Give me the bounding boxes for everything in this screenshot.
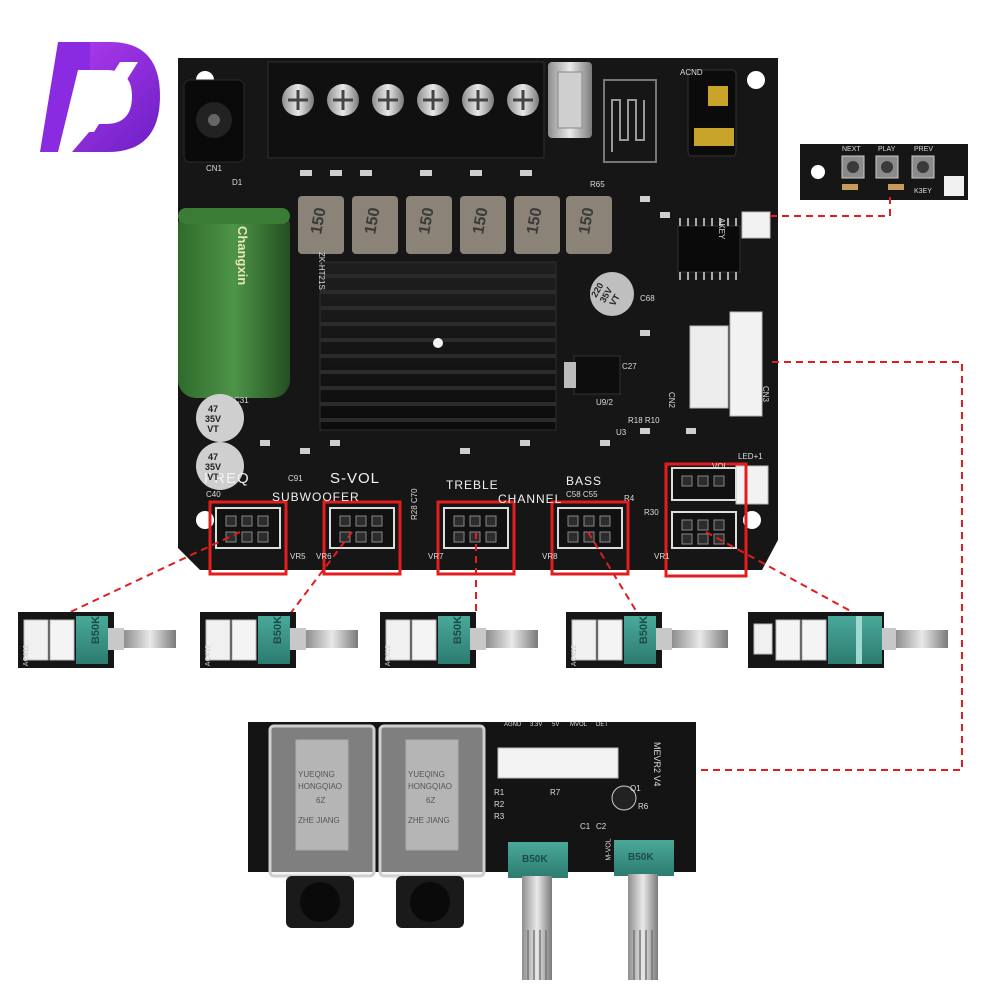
button-board <box>800 144 968 200</box>
mic-header-5v: 5V <box>552 722 560 728</box>
pot-4-marking: B50K <box>638 615 651 645</box>
label-vr1: VR1 <box>654 552 670 561</box>
label-u9: U9/2 <box>596 398 613 407</box>
pot-1-side-label: AC412 <box>23 644 31 667</box>
label-c58: C58 C55 <box>566 490 598 499</box>
mic-header-3v3: 3.3V <box>530 722 543 728</box>
label-vol: VOL <box>712 462 729 471</box>
label-freq: FREQ <box>204 470 250 487</box>
label-subwoofer: SUBWOOFER <box>272 490 360 504</box>
jack1-text-3: 6Z <box>316 796 326 805</box>
label-led: LED+1 <box>738 452 763 461</box>
label-u3: U3 <box>616 428 627 437</box>
callout-lines <box>65 192 963 771</box>
label-c40: C40 <box>206 490 221 499</box>
mic-pot-2-marking: B50K <box>628 852 654 863</box>
label-r65: R65 <box>590 180 605 189</box>
mic-part-r6: R6 <box>638 802 649 811</box>
label-model: ZK-HT21S <box>317 252 326 290</box>
potentiometer-5 <box>748 612 948 668</box>
mic-part-q1: Q1 <box>630 784 641 793</box>
potentiometer-3 <box>380 612 538 668</box>
label-svol: S-VOL <box>330 470 381 487</box>
label-cn1: CN1 <box>206 164 223 173</box>
potentiometer-2 <box>200 612 358 668</box>
small-cap-label-2: 47 35V VT <box>205 452 222 482</box>
label-vr6: VR6 <box>316 552 332 561</box>
pot-3-marking: B50K <box>452 615 465 645</box>
pot-4-side-label: AC412 <box>571 644 579 667</box>
pot-3-side-label: AC412 <box>385 644 393 667</box>
label-cn2: CN2 <box>667 392 676 409</box>
label-c31: C31 <box>234 396 249 405</box>
brand-logo <box>40 42 160 152</box>
jack1-text-2: HONGQIAO <box>298 782 343 791</box>
label-c27: C27 <box>622 362 637 371</box>
label-r4: R4 <box>624 494 635 503</box>
mic-part-r2: R2 <box>494 800 505 809</box>
label-channel: CHANNEL <box>498 492 563 506</box>
red-highlight-boxes <box>208 462 748 578</box>
mic-header-det: DET <box>596 722 608 728</box>
button-label-prev: PREV <box>914 146 934 153</box>
potentiometer-row <box>18 612 948 668</box>
jack1-text-4: ZHE JIANG <box>298 816 340 825</box>
label-vr7: VR7 <box>428 552 444 561</box>
mic-part-r1: R1 <box>494 788 505 797</box>
inductors <box>298 196 612 254</box>
label-acnd: ACND <box>680 68 703 77</box>
mic-board-model: MEVR2 V4 <box>652 742 662 787</box>
mic-board <box>248 722 696 980</box>
label-r30: R30 <box>644 508 659 517</box>
label-vr8: VR8 <box>542 552 558 561</box>
label-c91: C91 <box>288 474 303 483</box>
jack2-text-4: ZHE JIANG <box>408 816 450 825</box>
pot-2-marking: B50K <box>272 615 285 645</box>
button-label-play: PLAY <box>878 146 896 153</box>
pot-1-marking: B50K <box>90 615 103 645</box>
label-akey: AKEY <box>717 218 726 240</box>
label-vr5: VR5 <box>290 552 306 561</box>
mic-header-agnd: AGND <box>504 722 522 728</box>
mic-part-c1: C1 <box>580 822 591 831</box>
label-treble: TREBLE <box>446 478 499 492</box>
jack1-text-1: YUEQING <box>298 770 335 779</box>
capacitor-brand: Changxin <box>235 226 250 286</box>
main-board <box>178 58 778 570</box>
label-d1: D1 <box>232 178 243 187</box>
label-r28: R28 C70 <box>410 488 419 520</box>
small-cap-label-1: 47 35V VT <box>205 404 222 434</box>
screw-terminals <box>282 84 539 116</box>
pot-2-side-label: AC412 <box>205 644 213 667</box>
label-r18: R18 R10 <box>628 416 660 425</box>
mic-part-c2: C2 <box>596 822 607 831</box>
jack2-text-2: HONGQIAO <box>408 782 453 791</box>
button-label-next: NEXT <box>842 146 861 153</box>
label-cn3: CN3 <box>761 386 770 403</box>
mic-pot-1-label: M-VOL <box>605 838 613 861</box>
mic-header-mvol: MVOL <box>570 722 588 728</box>
mic-pot-1-marking: B50K <box>522 854 548 865</box>
jack2-text-3: 6Z <box>426 796 436 805</box>
potentiometer-4 <box>566 612 728 668</box>
mic-part-r7: R7 <box>550 788 561 797</box>
jack2-text-1: YUEQING <box>408 770 445 779</box>
label-c68: C68 <box>640 294 655 303</box>
potentiometer-1 <box>18 612 176 668</box>
mic-part-r3: R3 <box>494 812 505 821</box>
label-bass: BASS <box>566 474 603 488</box>
button-board-footer: K3EY <box>914 188 932 195</box>
